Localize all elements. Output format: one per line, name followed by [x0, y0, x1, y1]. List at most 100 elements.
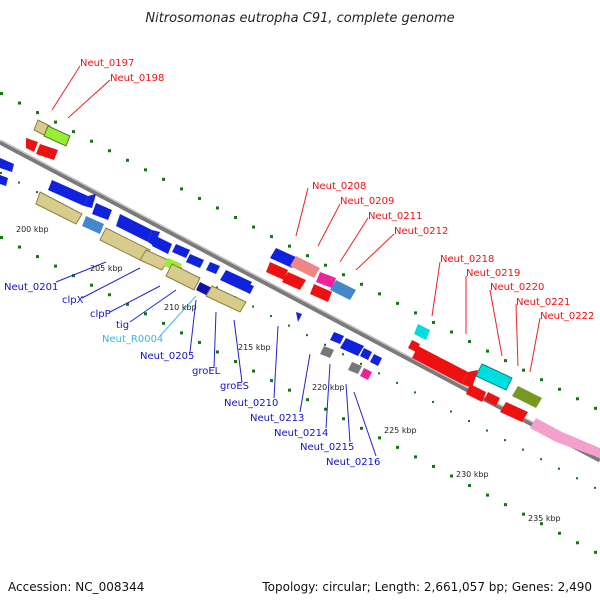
- track-dot: [216, 350, 219, 354]
- track-dot: [126, 302, 129, 306]
- genome-backbone: [0, 139, 600, 463]
- track-dot: [36, 255, 39, 259]
- gene-labels-bottom: Neut_0201 clpX clpP tig Neut_R0004 Neut_…: [4, 282, 380, 468]
- track-dot: [180, 331, 183, 335]
- track-dot: [108, 149, 111, 153]
- track-dot: [360, 362, 362, 365]
- track-dot: [378, 436, 381, 440]
- gene-label: Neut_0211: [368, 211, 422, 222]
- track-dot: [162, 321, 165, 325]
- track-dot: [234, 216, 237, 220]
- track-dot: [594, 550, 597, 554]
- tick-label: 215 kbp: [238, 343, 271, 352]
- track-dot: [594, 486, 596, 489]
- track-dot: [324, 263, 327, 267]
- tick-label: 205 kbp: [90, 264, 123, 273]
- track-dot: [72, 274, 75, 278]
- track-dot: [378, 372, 380, 375]
- gene-label: groEL: [192, 366, 221, 377]
- gene-label: Neut_0205: [140, 351, 194, 362]
- track-dot: [180, 187, 183, 191]
- gene-label: Neut_0218: [440, 254, 494, 265]
- track-dot: [522, 448, 524, 451]
- gene-label: Neut_0215: [300, 442, 354, 453]
- track-dot: [558, 387, 561, 391]
- gene-label: Neut_R0004: [102, 334, 163, 345]
- gene-label: Neut_0221: [516, 297, 570, 308]
- track-dot: [90, 283, 93, 287]
- track-dot: [396, 445, 399, 449]
- track-dot: [342, 353, 344, 356]
- track-dot: [540, 378, 543, 382]
- track-dot: [162, 177, 165, 181]
- reverse-strand-features: [26, 119, 600, 458]
- track-dot: [342, 273, 345, 277]
- track-dot: [594, 406, 597, 410]
- track-dot: [414, 311, 417, 315]
- track-dot: [432, 320, 435, 324]
- accession-text: Accession: NC_008344: [8, 580, 145, 594]
- track-dot: [288, 324, 290, 327]
- track-dot: [72, 130, 75, 134]
- track-dot: [198, 340, 201, 344]
- track-dot: [540, 458, 542, 461]
- track-dot: [234, 360, 237, 364]
- track-dot: [396, 301, 399, 305]
- tick-label: 220 kbp: [312, 383, 345, 392]
- track-dot: [36, 191, 38, 194]
- gene-label: Neut_0219: [466, 268, 520, 279]
- track-dot: [270, 235, 273, 239]
- track-dot: [468, 420, 470, 423]
- tick-labels: 200 kbp 205 kbp 210 kbp 215 kbp 220 kbp …: [16, 225, 561, 523]
- tick-label: 235 kbp: [528, 514, 561, 523]
- gene-label: clpP: [90, 309, 111, 320]
- track-dot: [252, 225, 255, 229]
- track-dot: [288, 244, 291, 248]
- track-dot: [450, 410, 452, 413]
- gene-label: Neut_0209: [340, 196, 394, 207]
- track-dot: [0, 236, 3, 239]
- genome-backbone-highlight: [0, 139, 600, 459]
- track-dot: [36, 111, 39, 115]
- track-dot: [0, 172, 2, 174]
- gene-label: Neut_0210: [224, 398, 278, 409]
- tick-label: 230 kbp: [456, 470, 489, 479]
- track-dot: [198, 196, 201, 200]
- track-dot: [468, 340, 471, 344]
- track-dot: [396, 381, 398, 384]
- forward-strand-features: [0, 158, 382, 380]
- track-dot: [486, 429, 488, 432]
- track-dot: [324, 343, 326, 346]
- track-dots: [0, 92, 597, 554]
- gene-label: Neut_0214: [274, 428, 328, 439]
- track-dot: [126, 158, 129, 162]
- track-dot: [270, 379, 273, 383]
- gene-label: Neut_0220: [490, 282, 544, 293]
- track-dot: [270, 315, 272, 318]
- track-dot: [378, 292, 381, 296]
- track-dot: [468, 484, 471, 488]
- gene-label: groES: [220, 381, 249, 392]
- gene-label: clpX: [62, 295, 84, 306]
- track-dot: [486, 349, 489, 353]
- track-dot: [0, 92, 3, 95]
- tick-label: 200 kbp: [16, 225, 49, 234]
- track-dot: [504, 359, 507, 363]
- track-dot: [18, 181, 20, 184]
- track-dot: [360, 282, 363, 286]
- track-dot: [324, 407, 327, 411]
- track-dot: [108, 293, 111, 297]
- tick-label: 210 kbp: [164, 303, 197, 312]
- gene-label: Neut_0197: [80, 58, 134, 69]
- gene-label: Neut_0213: [250, 413, 304, 424]
- track-dot: [144, 168, 147, 172]
- track-dot: [252, 369, 255, 373]
- track-dot: [558, 467, 560, 470]
- track-dot: [432, 400, 434, 403]
- track-dot: [414, 455, 417, 459]
- track-dot: [522, 368, 525, 372]
- track-dot: [306, 334, 308, 337]
- track-dot: [558, 531, 561, 535]
- gene-label: Neut_0208: [312, 181, 366, 192]
- track-dot: [90, 139, 93, 143]
